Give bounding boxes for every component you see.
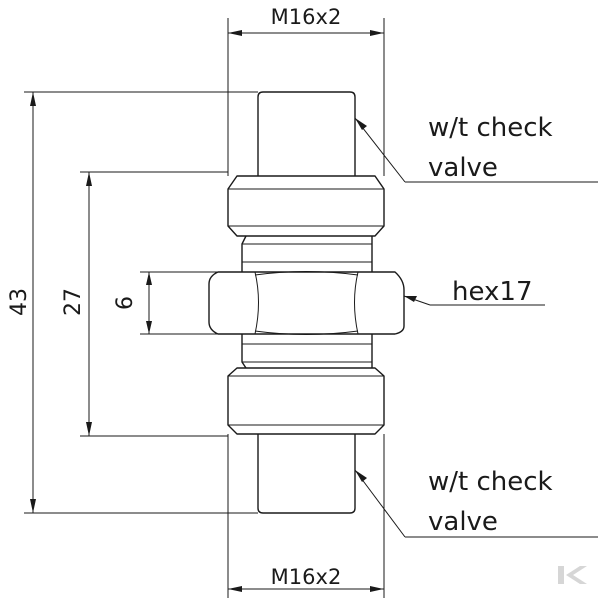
brand-logo-icon bbox=[558, 566, 587, 584]
hex-arc-top bbox=[254, 271, 359, 276]
callout-hex-label: hex17 bbox=[452, 277, 533, 307]
bottom-neck bbox=[241, 334, 373, 369]
top-neck bbox=[241, 235, 373, 272]
callout-top-line1: w/t check bbox=[428, 113, 553, 143]
top-collar bbox=[227, 175, 385, 237]
dim-body-length-label: 27 bbox=[61, 288, 86, 316]
dim-thread-top-label: M16x2 bbox=[271, 5, 342, 29]
dim-overall-length-label: 43 bbox=[7, 288, 32, 316]
fitting-outline bbox=[208, 91, 405, 514]
callout-bottom-valve: w/t check valve bbox=[354, 467, 598, 538]
bottom-collar bbox=[227, 367, 385, 435]
callout-hex: hex17 bbox=[403, 277, 545, 307]
dim-overall-length: 43 bbox=[7, 91, 258, 514]
dim-body-length: 27 bbox=[61, 171, 228, 437]
hex-nut bbox=[208, 271, 405, 335]
hex-arc-bottom bbox=[254, 330, 359, 335]
callout-top-line2: valve bbox=[428, 153, 498, 183]
dim-thread-top: M16x2 bbox=[227, 5, 385, 176]
callout-bottom-line1: w/t check bbox=[428, 467, 553, 497]
callout-top-valve: w/t check valve bbox=[354, 113, 598, 183]
hex-flat-left bbox=[254, 271, 259, 335]
hex-flat-right bbox=[354, 271, 359, 335]
dim-thread-bottom: M16x2 bbox=[227, 434, 385, 598]
dim-hex-width: 6 bbox=[113, 271, 218, 335]
dim-hex-width-label: 6 bbox=[113, 296, 138, 310]
callout-bottom-line2: valve bbox=[428, 507, 498, 537]
bottom-spigot bbox=[257, 434, 356, 514]
top-spigot bbox=[257, 91, 356, 176]
dim-thread-bottom-label: M16x2 bbox=[271, 565, 342, 589]
